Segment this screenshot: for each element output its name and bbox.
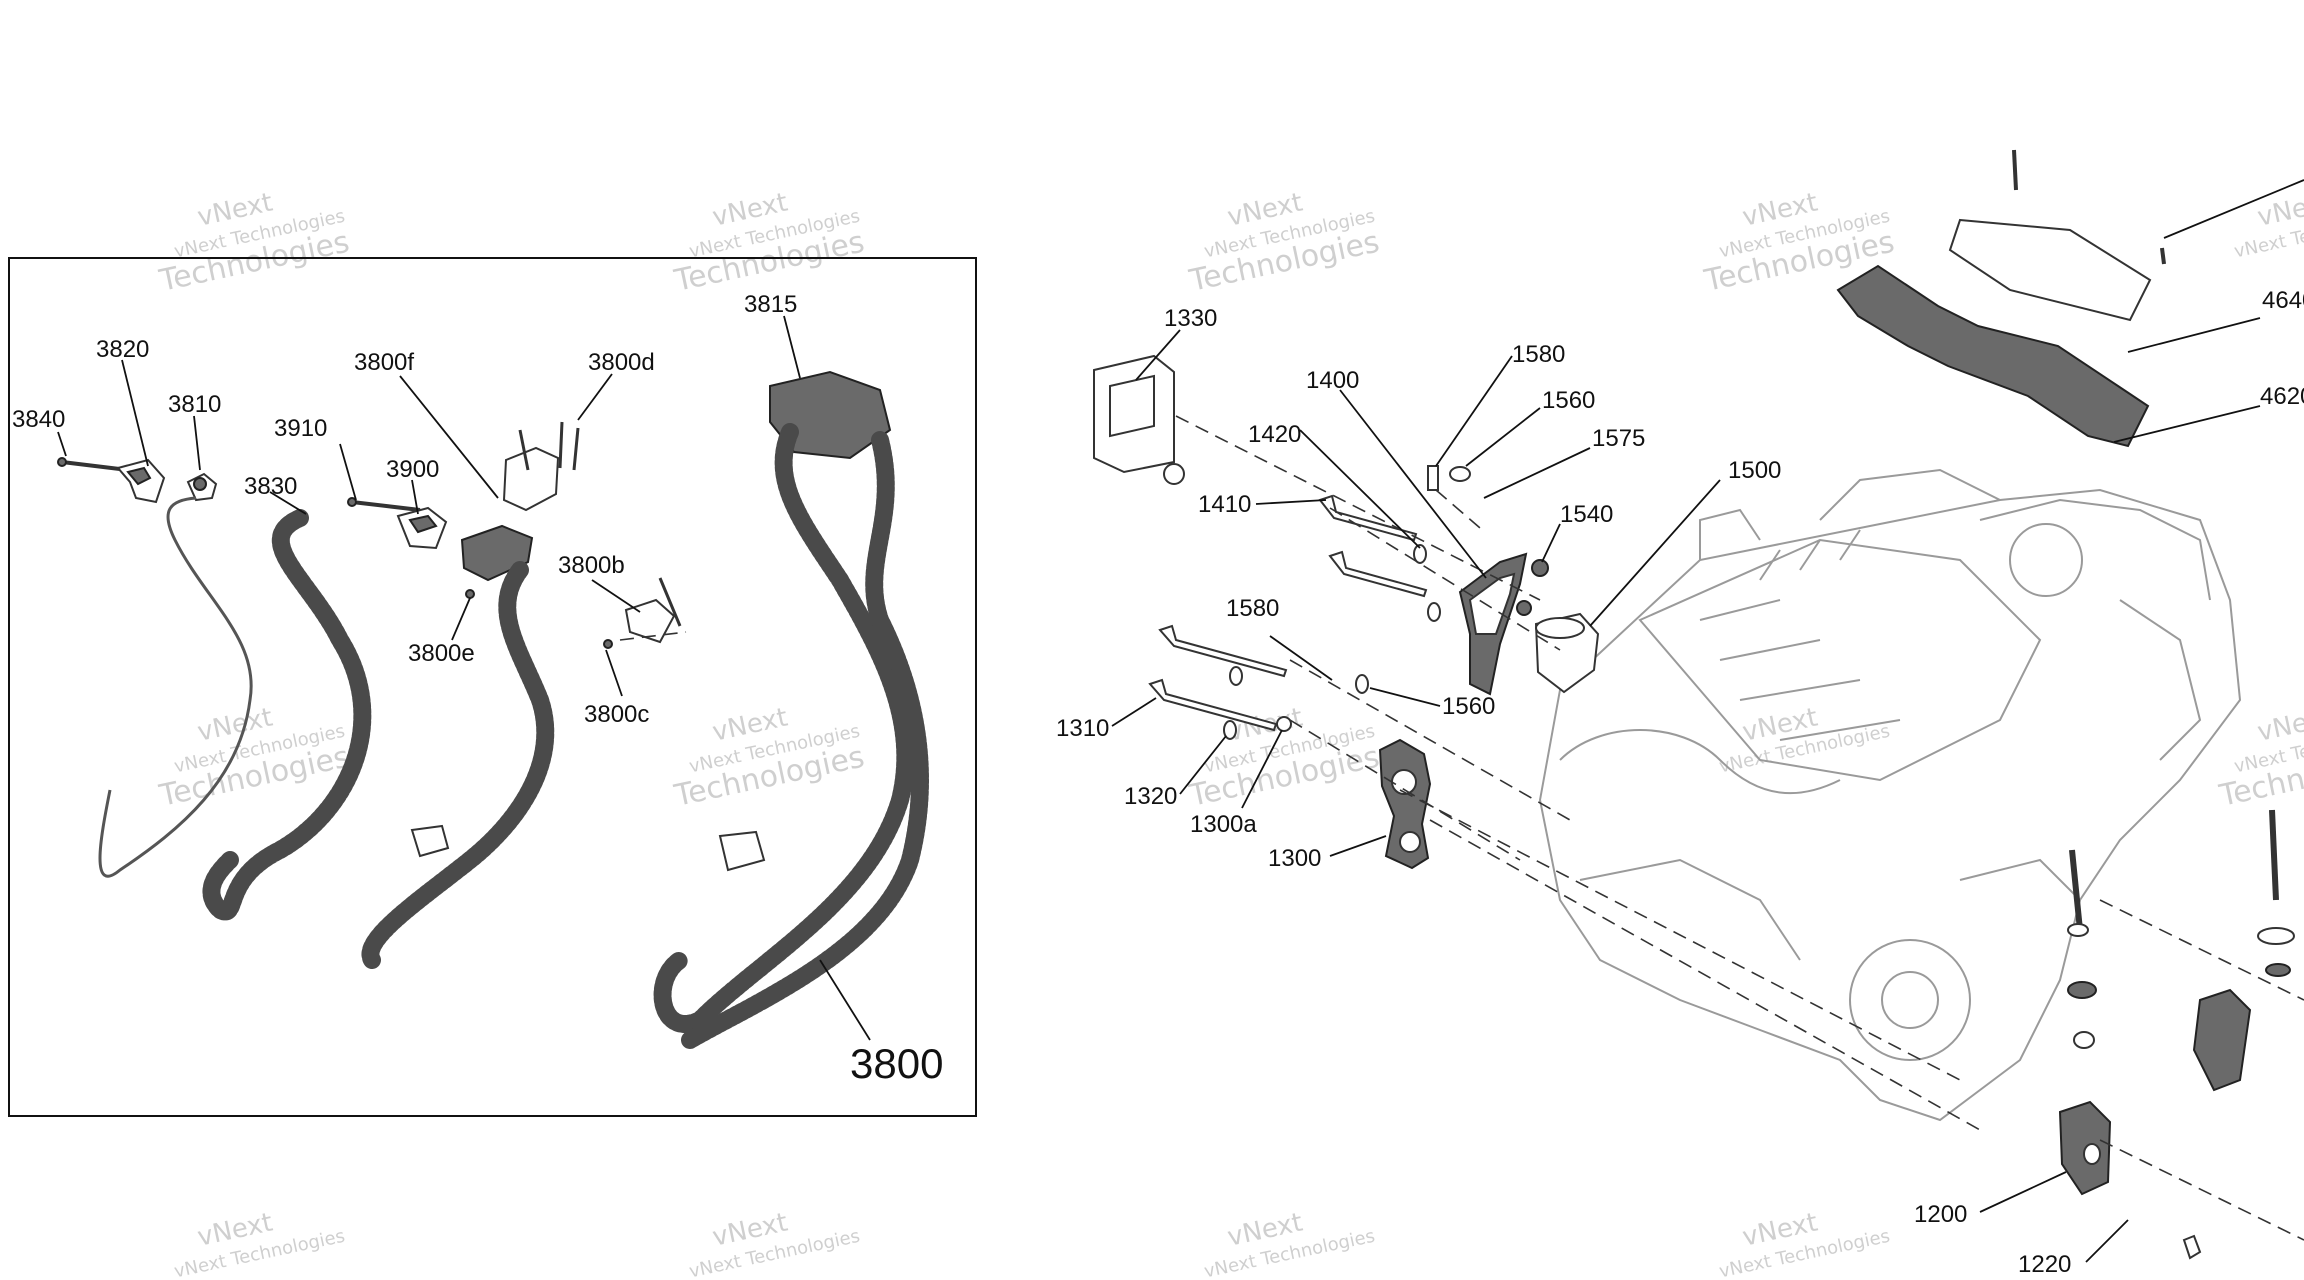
main-callout-labels: 1330 1580 1400 1560 1420 1575 1410 1500 … <box>1056 287 2304 1278</box>
callout-1540: 1540 <box>1560 501 1613 528</box>
inset-frame <box>8 257 977 1117</box>
callout-3800e: 3800e <box>408 640 475 667</box>
part-4620 <box>1836 149 2166 448</box>
svg-text:vNext: vNext <box>2255 703 2304 748</box>
part-3800b <box>603 577 687 649</box>
part-right-hardware <box>2067 809 2295 1049</box>
part-3810 <box>98 472 253 878</box>
callout-1320: 1320 <box>1124 783 1177 810</box>
part-1580-top <box>1427 465 1481 529</box>
callout-1310: 1310 <box>1056 715 1109 742</box>
callout-3800c: 3800c <box>584 701 649 728</box>
svg-text:vNext: vNext <box>2255 188 2304 233</box>
callout-1560-low: 1560 <box>1442 693 1495 720</box>
callout-1580-top: 1580 <box>1512 341 1565 368</box>
part-1300 <box>1378 738 1432 870</box>
callout-1575: 1575 <box>1592 425 1645 452</box>
part-1540b <box>1516 600 1532 616</box>
alignment-lines <box>1175 415 2304 1241</box>
callout-1400: 1400 <box>1306 367 1359 394</box>
callout-3840: 3840 <box>12 406 65 433</box>
callout-1300: 1300 <box>1268 845 1321 872</box>
part-3815-harness <box>653 370 929 1049</box>
watermark: vNext vNext Technologies <box>2232 188 2304 263</box>
watermark: vNext vNext Technologies <box>172 1208 347 1280</box>
part-1540 <box>1531 559 1549 577</box>
part-3900 <box>396 506 448 550</box>
watermark: vNext vNext Technologies <box>1202 1208 1377 1280</box>
watermark: vNext vNext Technologies Technologies <box>1186 188 1383 299</box>
part-3840 <box>57 457 129 472</box>
callout-1580-low: 1580 <box>1226 595 1279 622</box>
part-1410-bolts <box>1318 494 1441 622</box>
part-3830 <box>202 509 372 921</box>
callout-4620: 4620 <box>2260 383 2304 410</box>
engine-block <box>1538 468 2242 1122</box>
part-1200 <box>2058 988 2252 1260</box>
watermark: vNext vNext Technologies Technologies <box>671 703 868 814</box>
watermark: vNext vNext Technologies Technologies <box>156 188 353 299</box>
part-3800e-harness <box>361 561 555 969</box>
callout-3800b: 3800b <box>558 552 625 579</box>
main-leaders <box>1111 179 2304 1263</box>
callout-1300a: 1300a <box>1190 811 1257 838</box>
watermark: vNext vNext Technologies <box>1717 1208 1892 1280</box>
callout-3815: 3815 <box>744 291 797 318</box>
harness-inset: 3840 3820 3810 3830 3910 3900 3800f 3800… <box>8 257 977 1117</box>
part-3820 <box>116 458 166 504</box>
inset-callout-labels: 3840 3820 3810 3830 3910 3900 3800f 3800… <box>12 291 943 1087</box>
callout-3900: 3900 <box>386 456 439 483</box>
part-1500 <box>1534 612 1600 694</box>
callout-3820: 3820 <box>96 336 149 363</box>
callout-1420: 1420 <box>1248 421 1301 448</box>
part-1400 <box>1458 552 1528 696</box>
watermark: vNext vNext Technologies Technologies <box>2216 703 2304 814</box>
watermark: vNext vNext Technologies <box>687 1208 862 1280</box>
part-1310-bolts <box>1148 624 1369 740</box>
callout-1220: 1220 <box>2018 1251 2071 1278</box>
callout-1410: 1410 <box>1198 491 1251 518</box>
callout-1200: 1200 <box>1914 1201 1967 1228</box>
callout-1330: 1330 <box>1164 305 1217 332</box>
callout-3800f: 3800f <box>354 349 414 376</box>
part-3910 <box>347 497 421 512</box>
engine-assembly: 1330 1580 1400 1560 1420 1575 1410 1500 … <box>1056 149 2304 1278</box>
callout-3800d: 3800d <box>588 349 655 376</box>
callout-3800: 3800 <box>850 1040 943 1087</box>
callout-3830: 3830 <box>244 473 297 500</box>
callout-1560-top: 1560 <box>1542 387 1595 414</box>
part-1330 <box>1093 354 1185 485</box>
inset-leaders <box>57 315 871 1041</box>
watermark: vNext vNext Technologies Technologies <box>671 188 868 299</box>
callout-3810: 3810 <box>168 391 221 418</box>
callout-3910: 3910 <box>274 415 327 442</box>
callout-4640: 4640 <box>2262 287 2304 314</box>
callout-1500: 1500 <box>1728 457 1781 484</box>
